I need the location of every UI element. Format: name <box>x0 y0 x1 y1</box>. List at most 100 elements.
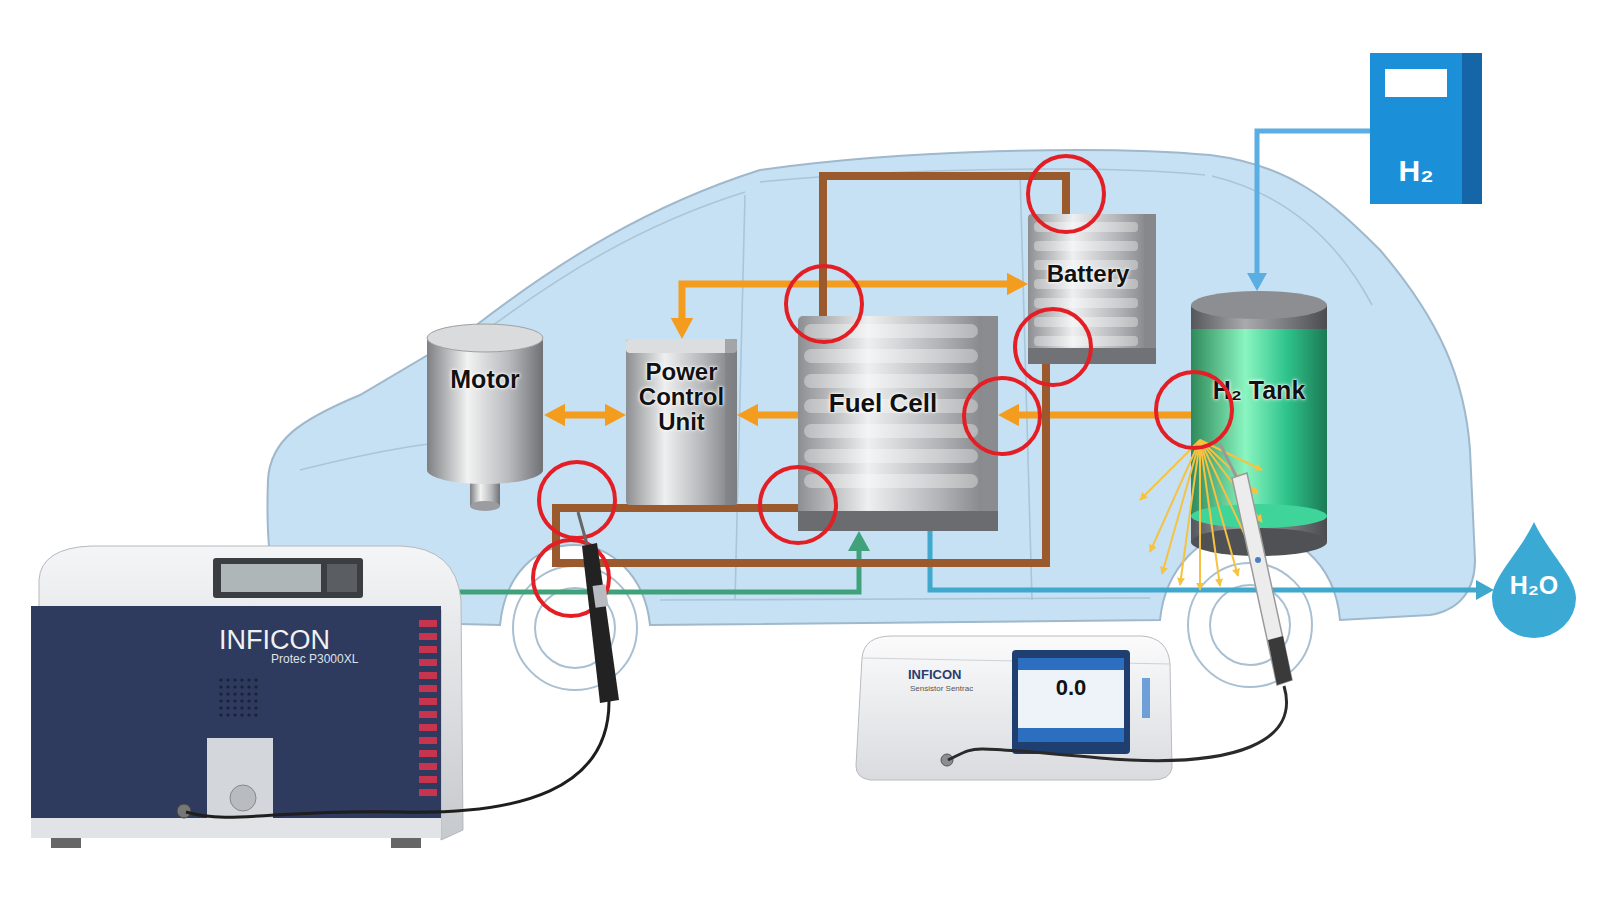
check-circle <box>533 540 609 616</box>
indicator-bar <box>419 672 437 679</box>
car-wheels <box>513 563 1312 690</box>
speaker-hole <box>254 699 257 702</box>
battery-cell <box>1034 222 1138 232</box>
speaker-hole <box>226 678 229 681</box>
speaker-hole <box>226 699 229 702</box>
station-face <box>1370 53 1462 204</box>
arrow-head <box>544 404 565 426</box>
probe-button <box>1255 557 1261 563</box>
indicator-bar <box>419 724 437 731</box>
speaker-hole <box>247 678 250 681</box>
pcu-top-face <box>626 339 737 353</box>
probe-socket <box>177 804 191 818</box>
speaker-hole <box>226 706 229 709</box>
brand-label: INFICON <box>219 626 409 654</box>
stack-plate <box>804 374 978 388</box>
speaker-hole <box>219 678 222 681</box>
stack-plate <box>804 349 978 363</box>
probe-grip <box>1268 636 1292 685</box>
station-display <box>1385 69 1447 97</box>
stack-plate <box>804 324 978 338</box>
water-label: H₂O <box>1488 572 1580 598</box>
sill-line <box>660 598 1150 600</box>
node-shape <box>1189 291 1329 556</box>
device-foot <box>391 838 421 848</box>
station-side <box>1462 53 1482 204</box>
indicator-bar <box>419 776 437 783</box>
speaker-hole <box>247 713 250 716</box>
front-rim <box>535 588 615 668</box>
speaker-hole <box>219 692 222 695</box>
brand-label: INFICON <box>908 668 1008 682</box>
stack-plate <box>804 424 978 438</box>
connector-line <box>1257 131 1370 280</box>
motor-shaft-end <box>470 501 500 511</box>
stack-side <box>982 316 998 531</box>
indicator-bar <box>419 620 437 627</box>
air-supply-arrowhead <box>848 531 870 551</box>
device-foot <box>51 838 81 848</box>
device-front-panel <box>31 606 441 818</box>
indicator-bar <box>419 646 437 653</box>
speaker-hole <box>226 713 229 716</box>
node-shape <box>31 540 466 852</box>
probe-handle <box>582 543 619 703</box>
speaker-hole <box>240 685 243 688</box>
speaker-hole <box>247 699 250 702</box>
stack-body <box>798 316 998 531</box>
speaker-hole <box>254 706 257 709</box>
pcu-body <box>626 339 737 505</box>
check-circle <box>539 462 615 538</box>
node-shape <box>852 628 1174 783</box>
speaker-hole <box>226 692 229 695</box>
device-status-strip <box>1142 678 1150 718</box>
front-wheel <box>513 566 637 690</box>
component-label: Fuel Cell <box>798 390 968 417</box>
stack-plate <box>804 449 978 463</box>
connector <box>1247 131 1370 291</box>
tank-bottom-end <box>1191 528 1327 556</box>
indicator-bar <box>419 789 437 796</box>
indicator-bar <box>419 711 437 718</box>
air-supply-line <box>455 548 859 592</box>
screen-bottom-bar <box>1018 728 1124 742</box>
hydrogen-station: H₂ <box>1370 53 1482 204</box>
device-screen <box>221 564 321 592</box>
speaker-hole <box>247 706 250 709</box>
indicator-bar <box>419 698 437 705</box>
battery-side <box>1144 214 1156 364</box>
node-shape <box>798 316 998 531</box>
speaker-hole <box>219 706 222 709</box>
screen-reading: 0.0 <box>1018 676 1124 699</box>
device-knob <box>230 785 256 811</box>
connector-line <box>1011 412 1191 419</box>
rear-rim <box>1210 585 1290 665</box>
model-label: Sensistor Sentrac <box>910 685 1010 693</box>
component-label: H₂ Tank <box>1189 377 1329 403</box>
node-shape <box>423 322 547 517</box>
speaker-hole <box>219 713 222 716</box>
speaker-hole <box>233 692 236 695</box>
motor-box: Motor <box>423 322 547 517</box>
indicator-bar <box>419 750 437 757</box>
indicator-bar <box>419 633 437 640</box>
probe-tip <box>578 512 588 548</box>
component-label: Power Control Unit <box>626 359 737 435</box>
hydrogen-leak-detector-device: INFICON Sensistor Sentrac 0.0 <box>852 628 1174 783</box>
probe-display <box>593 584 609 608</box>
speaker-hole <box>254 713 257 716</box>
device-housing <box>856 636 1172 780</box>
screen-bezel <box>1012 650 1130 754</box>
battery-cell <box>1034 336 1138 346</box>
arrow-head <box>998 404 1019 426</box>
device-screen-frame <box>213 558 363 598</box>
speaker-hole <box>254 692 257 695</box>
rear-wheel <box>1188 563 1312 687</box>
probe-socket <box>941 754 953 766</box>
speaker-hole <box>247 685 250 688</box>
water-drop: H₂O <box>1488 522 1580 638</box>
battery-cell <box>1034 241 1138 251</box>
battery-body <box>1028 214 1156 364</box>
rear-window-line <box>1212 176 1372 305</box>
device-module <box>207 738 273 818</box>
